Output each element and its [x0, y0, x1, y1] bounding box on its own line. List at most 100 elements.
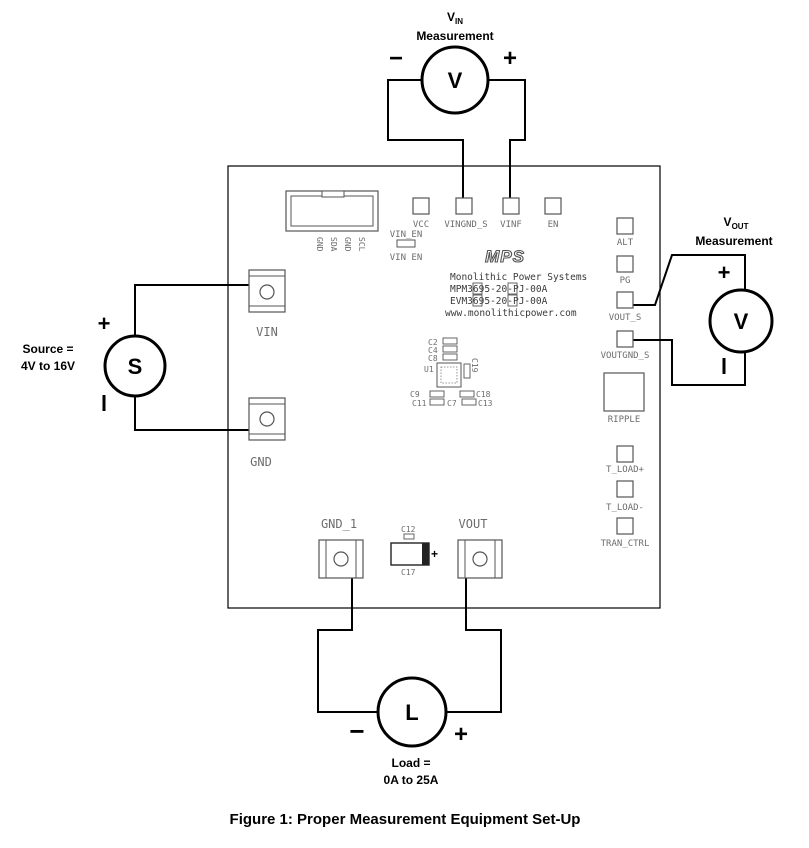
- load-plus: +: [454, 721, 468, 748]
- vin-en-label-2: VIN EN: [390, 253, 423, 263]
- load-circle: [376, 676, 448, 748]
- pad-label-en: EN: [548, 220, 559, 230]
- source-label-line2: 4V to 16V: [21, 359, 75, 373]
- gnd1-terminal: GND_1: [318, 517, 364, 579]
- vin-terminal: VIN: [248, 269, 286, 339]
- load-minus: −: [349, 716, 364, 746]
- connector-pin-label: SDA: [329, 237, 338, 252]
- cap-label-c11: C11: [412, 399, 427, 408]
- vout-meter-subtitle: Measurement: [695, 234, 772, 248]
- test-pad-vinf: [502, 197, 520, 215]
- figure-caption: Figure 1: Proper Measurement Equipment S…: [230, 811, 581, 828]
- cap-label-c8: C8: [428, 354, 438, 363]
- ripple-pad: [603, 372, 645, 412]
- load: L − + Load = 0A to 25A: [349, 676, 468, 787]
- vout-meter-minus: −: [724, 373, 725, 375]
- connector-pin-label: GND: [315, 237, 324, 252]
- board-silkscreen-text: MPS Monolithic Power Systems MPM3695-20-…: [445, 246, 587, 319]
- vout-meter-positive-wire: [632, 254, 746, 306]
- source-negative-wire: [134, 385, 260, 431]
- vin-voltmeter: VIN Measurement V − +: [389, 10, 517, 115]
- test-pad-t-load-plus: [616, 445, 634, 463]
- vin-meter-plus: +: [503, 45, 517, 72]
- evaluation-board-outline: [227, 165, 661, 609]
- vin-terminal-label: VIN: [256, 325, 278, 339]
- cap-label-c12: C12: [401, 525, 416, 534]
- cap-label-c9: C9: [410, 390, 420, 399]
- source-circle: [103, 334, 167, 398]
- pad-label-vingnd-s: VINGND_S: [444, 220, 487, 230]
- ic-label-u1: U1: [424, 365, 434, 374]
- top-test-pads: VCC VINGND_S VINF EN VIN_EN VIN EN: [390, 197, 562, 263]
- pad-label-alt: ALT: [617, 238, 634, 248]
- part-number-mpm: MPM3695-20-PJ-00A: [450, 284, 548, 295]
- pad-label-voutgnd-s: VOUTGND_S: [601, 351, 650, 361]
- load-positive-wire: [447, 575, 502, 713]
- vout-meter-circle: [708, 288, 774, 354]
- pad-label-vinf: VINF: [500, 220, 522, 230]
- pad-label-vout-s: VOUT_S: [609, 313, 642, 323]
- test-pad-tran-ctrl: [616, 517, 634, 535]
- right-test-pads: ALT PG VOUT_S VOUTGND_S RIPPLE T_LOAD+ T…: [601, 217, 650, 549]
- vin-meter-negative-wire: [387, 79, 464, 205]
- wires: [134, 79, 746, 713]
- load-negative-wire: [317, 575, 377, 713]
- pad-label-t-load-plus: T_LOAD+: [606, 465, 645, 475]
- cap-label-c13: C13: [478, 399, 493, 408]
- source-minus: −: [104, 410, 105, 412]
- source-label-line1: Source =: [22, 342, 73, 356]
- pad-label-t-load-minus: T_LOAD-: [606, 503, 644, 513]
- vout-meter-negative-wire: [632, 339, 746, 386]
- pad-label-vcc: VCC: [413, 220, 429, 230]
- source-plus: +: [98, 311, 111, 336]
- vout-terminal: VOUT: [457, 517, 503, 579]
- source-positive-wire: [134, 284, 260, 347]
- vout-terminal-label: VOUT: [459, 517, 488, 531]
- test-pad-en: [544, 197, 562, 215]
- vin-meter-title: VIN: [447, 10, 463, 26]
- vin-meter-circle: [420, 45, 490, 115]
- gnd1-terminal-label: GND_1: [321, 517, 357, 531]
- cap-label-c18: C18: [476, 390, 491, 399]
- company-name: Monolithic Power Systems: [450, 272, 587, 283]
- cap-label-c7: C7: [447, 399, 457, 408]
- test-pad-voutgnd-s: [616, 330, 634, 348]
- vin-meter-symbol: V: [448, 68, 463, 93]
- pad-label-tran-ctrl: TRAN_CTRL: [601, 539, 650, 549]
- connector-pin-label: GND: [343, 237, 352, 252]
- vout-voltmeter: VOUT Measurement V + −: [695, 215, 774, 375]
- header-connector: GND SDA GND SCL: [285, 190, 379, 252]
- pad-label-pg: PG: [620, 276, 631, 286]
- source-symbol: S: [128, 354, 143, 379]
- cap-polarity-plus: +: [431, 547, 438, 561]
- vout-meter-title: VOUT: [724, 215, 749, 231]
- cap-label-c4: C4: [428, 346, 438, 355]
- test-pad-alt: [616, 217, 634, 235]
- load-label-line2: 0A to 25A: [384, 773, 439, 787]
- vin-meter-minus: −: [389, 45, 403, 72]
- ripple-label: RIPPLE: [608, 415, 641, 425]
- vin-en-jumper: [396, 239, 416, 248]
- polarized-capacitor: C12 + C17: [390, 525, 438, 577]
- load-symbol: L: [405, 700, 418, 725]
- source: Source = 4V to 16V S + −: [21, 311, 167, 412]
- test-pad-vcc: [412, 197, 430, 215]
- test-pad-t-load-minus: [616, 480, 634, 498]
- cap-label-c19: C19: [470, 358, 479, 373]
- vin-meter-subtitle: Measurement: [416, 29, 493, 43]
- vin-meter-positive-wire: [488, 79, 526, 205]
- load-label-line1: Load =: [391, 756, 430, 770]
- vout-meter-symbol: V: [734, 309, 749, 334]
- connector-pin-label: SCL: [357, 237, 366, 252]
- test-pad-vout-s: [616, 291, 634, 309]
- test-pad-vingnd-s: [455, 197, 473, 215]
- test-pad-pg: [616, 255, 634, 273]
- gnd-terminal: GND: [248, 397, 286, 469]
- center-components: C2 C4 C8 U1 C19 C9 C18 C11 C7 C13: [410, 337, 493, 408]
- website: www.monolithicpower.com: [445, 308, 577, 319]
- mps-logo: MPS: [485, 247, 525, 266]
- cap-label-c17: C17: [401, 568, 416, 577]
- gnd-terminal-label: GND: [250, 455, 272, 469]
- part-number-evm: EVM3695-20-PJ-00A: [450, 296, 548, 307]
